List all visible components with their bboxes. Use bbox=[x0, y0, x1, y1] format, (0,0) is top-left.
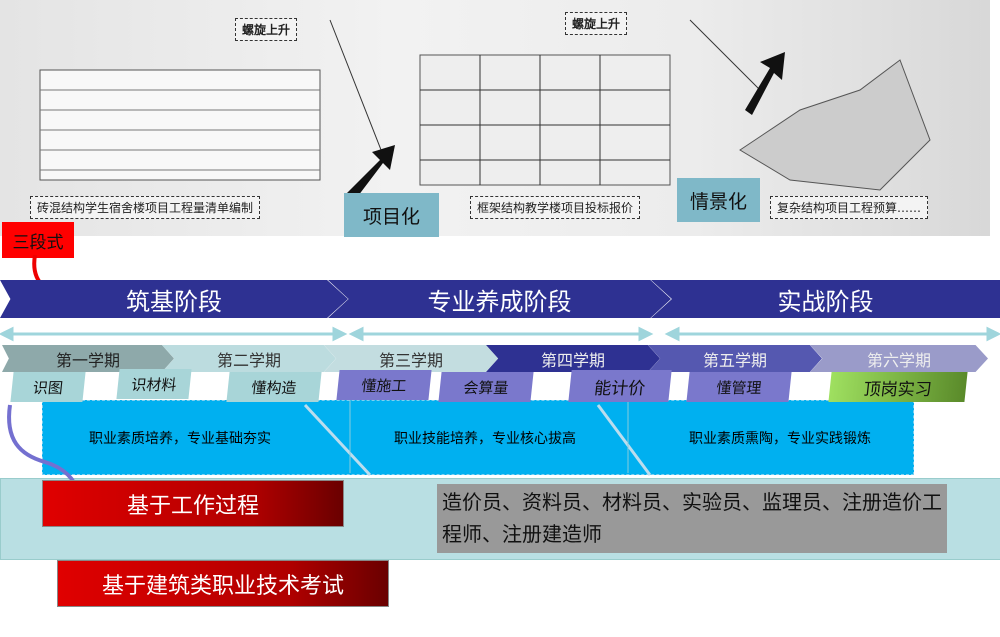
semester-1: 第一学期 bbox=[2, 345, 174, 372]
phase-professional: 专业养成阶段 bbox=[328, 280, 671, 318]
semester-5: 第五学期 bbox=[648, 345, 822, 372]
skill-pricing: 能计价 bbox=[568, 370, 672, 402]
phase-span-arrows bbox=[0, 326, 1000, 342]
job-roles: 造价员、资料员、材料员、实验员、监理员、注册造价工程师、注册建造师 bbox=[437, 484, 947, 553]
work-process-label: 基于工作过程 bbox=[42, 480, 344, 527]
skill-construction: 懂构造 bbox=[226, 372, 322, 402]
skill-internship: 顶岗实习 bbox=[828, 372, 968, 402]
goal-2: 职业技能培养，专业核心拔高 bbox=[394, 431, 576, 447]
semester-6: 第六学期 bbox=[810, 345, 988, 372]
phase-practice: 实战阶段 bbox=[651, 280, 1000, 318]
semester-2: 第二学期 bbox=[162, 345, 336, 372]
spiral-label: 螺旋上升 bbox=[235, 18, 298, 41]
caption-dormitory: 砖混结构学生宿舍楼项目工程量清单编制 bbox=[30, 196, 261, 219]
scenario-tag: 情景化 bbox=[677, 178, 760, 222]
caption-complex-structure: 复杂结构项目工程预算…… bbox=[770, 196, 929, 219]
project-tag: 项目化 bbox=[344, 193, 439, 237]
exam-label: 基于建筑类职业技术考试 bbox=[57, 560, 389, 607]
spiral-label: 螺旋上升 bbox=[565, 12, 628, 35]
caption-teaching-building: 框架结构教学楼项目投标报价 bbox=[470, 196, 641, 219]
building-sketches bbox=[39, 19, 931, 200]
skill-quantity: 会算量 bbox=[438, 372, 534, 402]
divider-lines bbox=[303, 400, 652, 477]
three-stage-label: 三段式 bbox=[2, 222, 74, 258]
goal-3: 职业素质熏陶，专业实践锻炼 bbox=[689, 431, 871, 447]
goal-band bbox=[42, 400, 914, 475]
skill-drawing: 识图 bbox=[10, 372, 86, 402]
phase-foundation: 筑基阶段 bbox=[0, 280, 348, 318]
skill-management: 懂管理 bbox=[686, 372, 792, 402]
goal-1: 职业素质培养，专业基础夯实 bbox=[89, 431, 271, 447]
skill-operations: 懂施工 bbox=[336, 370, 432, 400]
semester-3: 第三学期 bbox=[324, 345, 498, 372]
semester-4: 第四学期 bbox=[486, 345, 660, 372]
skill-materials: 识材料 bbox=[116, 369, 192, 399]
